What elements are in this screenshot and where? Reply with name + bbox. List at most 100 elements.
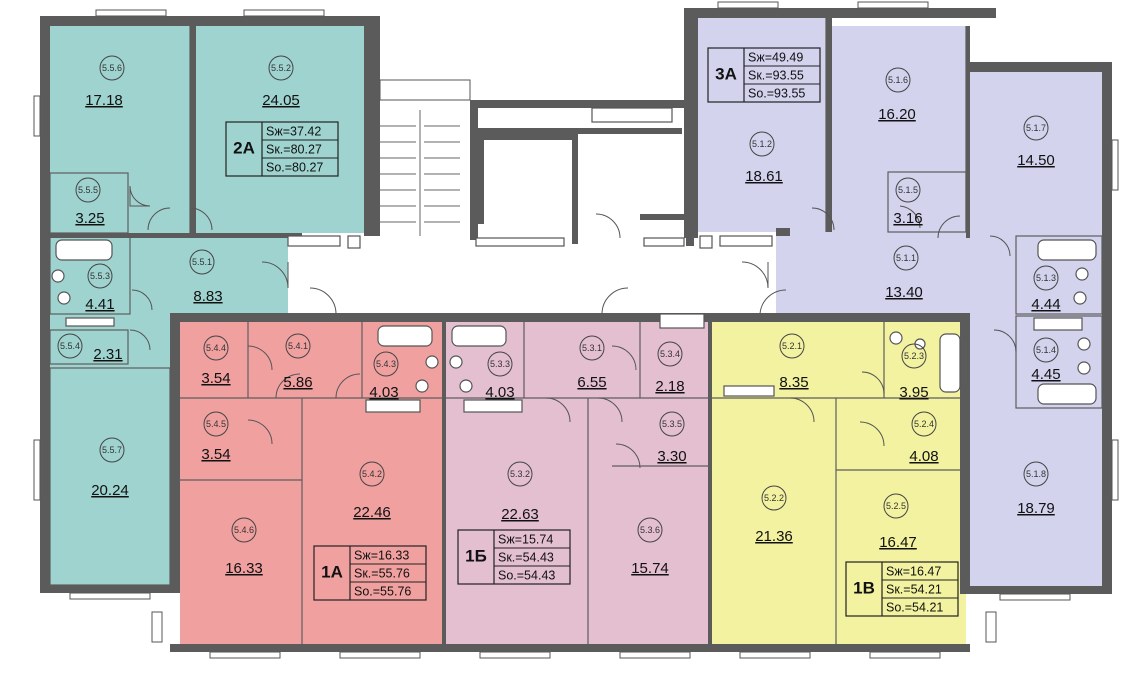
room-5-5-7: 5.5.720.24 xyxy=(91,437,129,499)
room-id: 5.3.2 xyxy=(510,469,530,479)
apartment-code: 3A xyxy=(715,64,737,83)
room-area: 5.86 xyxy=(283,374,312,391)
room-id-circle xyxy=(189,249,215,275)
room-id: 5.4.2 xyxy=(362,469,382,479)
room-area: 8.35 xyxy=(779,374,808,391)
room-id: 5.1.8 xyxy=(1026,469,1046,479)
room-id: 5.3.5 xyxy=(662,419,682,429)
apartment-code: 1A xyxy=(321,562,343,581)
apartment-1V-fill xyxy=(712,322,966,644)
room-id-circle xyxy=(885,67,911,93)
room-id: 5.5.5 xyxy=(78,185,98,195)
room-id: 5.5.3 xyxy=(90,271,110,281)
room-area: 3.54 xyxy=(201,446,230,463)
room-5-2-4: 5.2.44.08 xyxy=(909,411,939,465)
room-area: 14.50 xyxy=(1017,152,1055,169)
apartment-fills xyxy=(50,16,1102,644)
room-5-3-1: 5.3.16.55 xyxy=(577,335,607,391)
room-id-circle xyxy=(1023,115,1049,141)
room-5-3-4: 5.3.42.18 xyxy=(655,341,685,395)
room-area: 2.18 xyxy=(655,378,684,395)
room-id-circle xyxy=(487,351,513,377)
room-5-4-4: 5.4.43.54 xyxy=(201,335,231,387)
room-area: 21.36 xyxy=(755,528,793,545)
room-id-circle xyxy=(901,343,927,369)
room-area: 3.30 xyxy=(657,448,686,465)
room-area: 18.79 xyxy=(1017,500,1055,517)
room-labels: 5.5.617.185.5.224.055.5.53.255.5.18.835.… xyxy=(57,55,1061,577)
room-id: 5.1.6 xyxy=(888,75,908,85)
room-id-circle xyxy=(895,177,921,203)
room-area: 2.31 xyxy=(93,346,122,363)
room-id-circle xyxy=(579,335,605,361)
room-area: 16.20 xyxy=(878,106,916,123)
stairwell xyxy=(380,110,685,247)
apartment-s-zh: Sж=37.42 xyxy=(266,125,321,139)
room-area: 16.47 xyxy=(879,534,917,551)
room-id: 5.1.2 xyxy=(752,139,772,149)
apartment-code: 1Б xyxy=(465,546,487,565)
room-area: 15.74 xyxy=(631,560,669,577)
apartment-s-zh: Sж=15.74 xyxy=(498,533,553,547)
room-5-5-1: 5.5.18.83 xyxy=(189,249,223,305)
room-id-circle xyxy=(231,517,257,543)
room-id-circle xyxy=(87,263,113,289)
room-area: 20.24 xyxy=(91,482,129,499)
room-5-4-5: 5.4.53.54 xyxy=(201,411,231,463)
room-area: 4.08 xyxy=(909,448,938,465)
apartment-s-k: Sк.=54.21 xyxy=(886,583,942,597)
apartment-s-k: Sк.=80.27 xyxy=(266,143,322,157)
apartment-2A-fill xyxy=(50,26,364,585)
room-area: 22.63 xyxy=(501,506,539,523)
room-id-circle xyxy=(203,411,229,437)
room-id: 5.1.1 xyxy=(896,253,916,263)
room-id-circle xyxy=(268,55,294,81)
vent-shafts xyxy=(65,107,1083,413)
room-area: 6.55 xyxy=(577,374,606,391)
room-5-5-2: 5.5.224.05 xyxy=(262,55,300,109)
room-5-4-2: 5.4.2 22.46 xyxy=(353,461,391,521)
room-id: 5.1.4 xyxy=(1036,345,1056,355)
apartment-s-o: Sо.=54.21 xyxy=(886,601,943,615)
room-5-3-5: 5.3.5 3.30 xyxy=(657,411,687,465)
apartment-s-k: Sк.=54.43 xyxy=(498,551,554,565)
room-area: 4.45 xyxy=(1031,366,1060,383)
room-id: 5.2.5 xyxy=(886,501,906,511)
room-5-4-3: 5.4.34.03 xyxy=(369,351,399,401)
apartment-code: 1В xyxy=(853,578,875,597)
room-id-circle xyxy=(373,351,399,377)
room-5-1-2: 5.1.218.61 xyxy=(745,131,783,185)
apartment-1B-cyr-fill xyxy=(446,322,708,644)
room-area: 22.46 xyxy=(353,504,391,521)
room-id: 5.3.3 xyxy=(490,359,510,369)
room-id-circle xyxy=(57,333,83,359)
doors xyxy=(129,185,1017,469)
room-5-5-6: 5.5.617.18 xyxy=(85,55,125,109)
room-5-1-7: 5.1.714.50 xyxy=(1017,115,1055,169)
room-id-circle xyxy=(75,177,101,203)
room-5-5-4: 5.5.42.31 xyxy=(57,333,123,363)
apartment-s-o: Sо.=54.43 xyxy=(498,569,555,583)
room-5-1-1: 5.1.113.40 xyxy=(885,245,923,301)
room-5-3-3: 5.3.3 4.03 xyxy=(485,351,515,401)
room-5-4-6: 5.4.616.33 xyxy=(225,517,263,577)
apartment-s-zh: Sж=49.49 xyxy=(748,51,803,65)
room-id: 5.1.5 xyxy=(898,185,918,195)
room-area: 3.54 xyxy=(201,370,230,387)
room-area: 4.03 xyxy=(485,384,514,401)
room-id: 5.3.6 xyxy=(640,525,660,535)
room-area: 24.05 xyxy=(262,92,300,109)
room-area: 3.95 xyxy=(899,384,928,401)
apartment-s-zh: Sж=16.33 xyxy=(354,549,409,563)
plumbing xyxy=(51,239,1097,405)
apartment-s-o: Sо.=55.76 xyxy=(354,585,411,599)
room-id: 5.4.6 xyxy=(234,525,254,535)
room-id-circle xyxy=(285,333,311,359)
room-5-1-3: 5.1.34.44 xyxy=(1031,265,1061,313)
room-5-1-6: 5.1.6 16.20 xyxy=(878,67,916,123)
walls xyxy=(40,8,1112,652)
room-id-circle xyxy=(761,485,787,511)
apartment-3A-fill xyxy=(698,16,1102,587)
